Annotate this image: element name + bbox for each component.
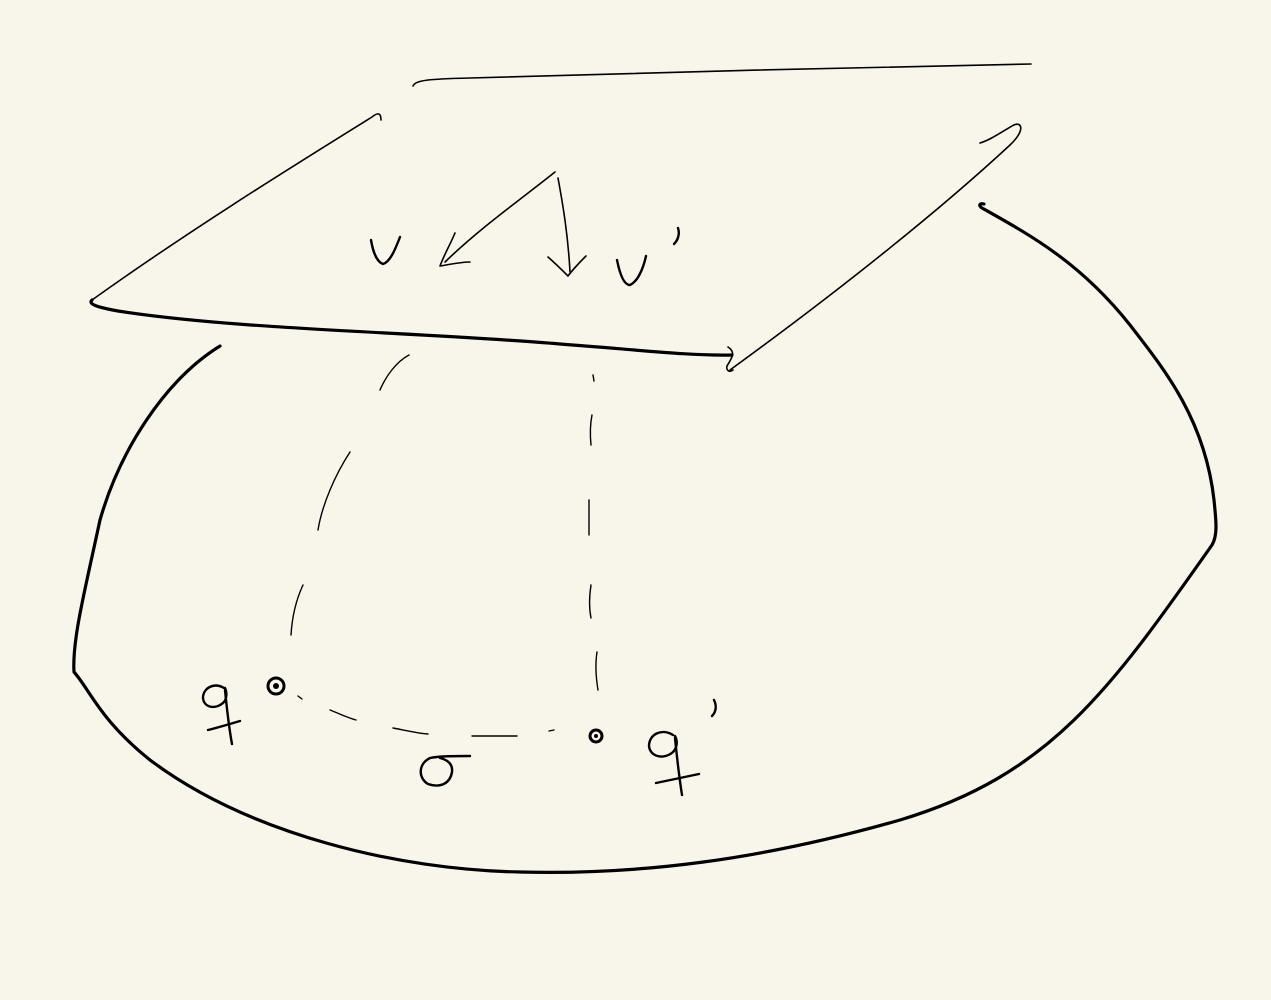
plane-left-edge: [91, 113, 382, 301]
geodesic-dash: [329, 709, 357, 721]
geodesic-sigma: [297, 695, 555, 737]
vector-v-prime-arrowhead: [547, 255, 587, 277]
plane-front-corner-hook: [726, 346, 734, 373]
vector-v-shaft: [444, 171, 556, 263]
projection-curve-q: [317, 451, 351, 531]
plane-front-edge: [89, 298, 734, 357]
vector-v-prime: [547, 177, 587, 277]
vector-v-prime-shaft: [557, 177, 571, 273]
tangent-plane: [89, 63, 1032, 373]
label-v-prime: [615, 226, 680, 287]
projection-line-q-prime: [595, 651, 599, 691]
geodesic-dash: [297, 695, 303, 700]
vector-v-arrowhead: [439, 232, 471, 267]
surface: [72, 202, 1218, 874]
label-v: [369, 235, 402, 266]
projection-curve-q: [290, 584, 304, 636]
geodesic-dash: [548, 729, 555, 732]
projection-lines: [290, 354, 599, 691]
point-q-prime: [588, 728, 604, 744]
projection-curve-q: [379, 354, 410, 391]
surface-outline: [72, 202, 1218, 874]
label-sigma: [419, 754, 472, 787]
vector-v: [439, 171, 556, 267]
plane-back-edge: [412, 63, 1032, 87]
label-q: [201, 684, 242, 746]
plane-right-edge: [729, 123, 1022, 371]
projection-line-q-prime: [589, 414, 593, 446]
projection-line-q-prime: [592, 374, 595, 382]
point-q: [266, 676, 286, 696]
projection-line-q-prime: [588, 584, 592, 619]
geodesic-dash: [392, 727, 429, 735]
label-q-prime: [647, 698, 717, 797]
